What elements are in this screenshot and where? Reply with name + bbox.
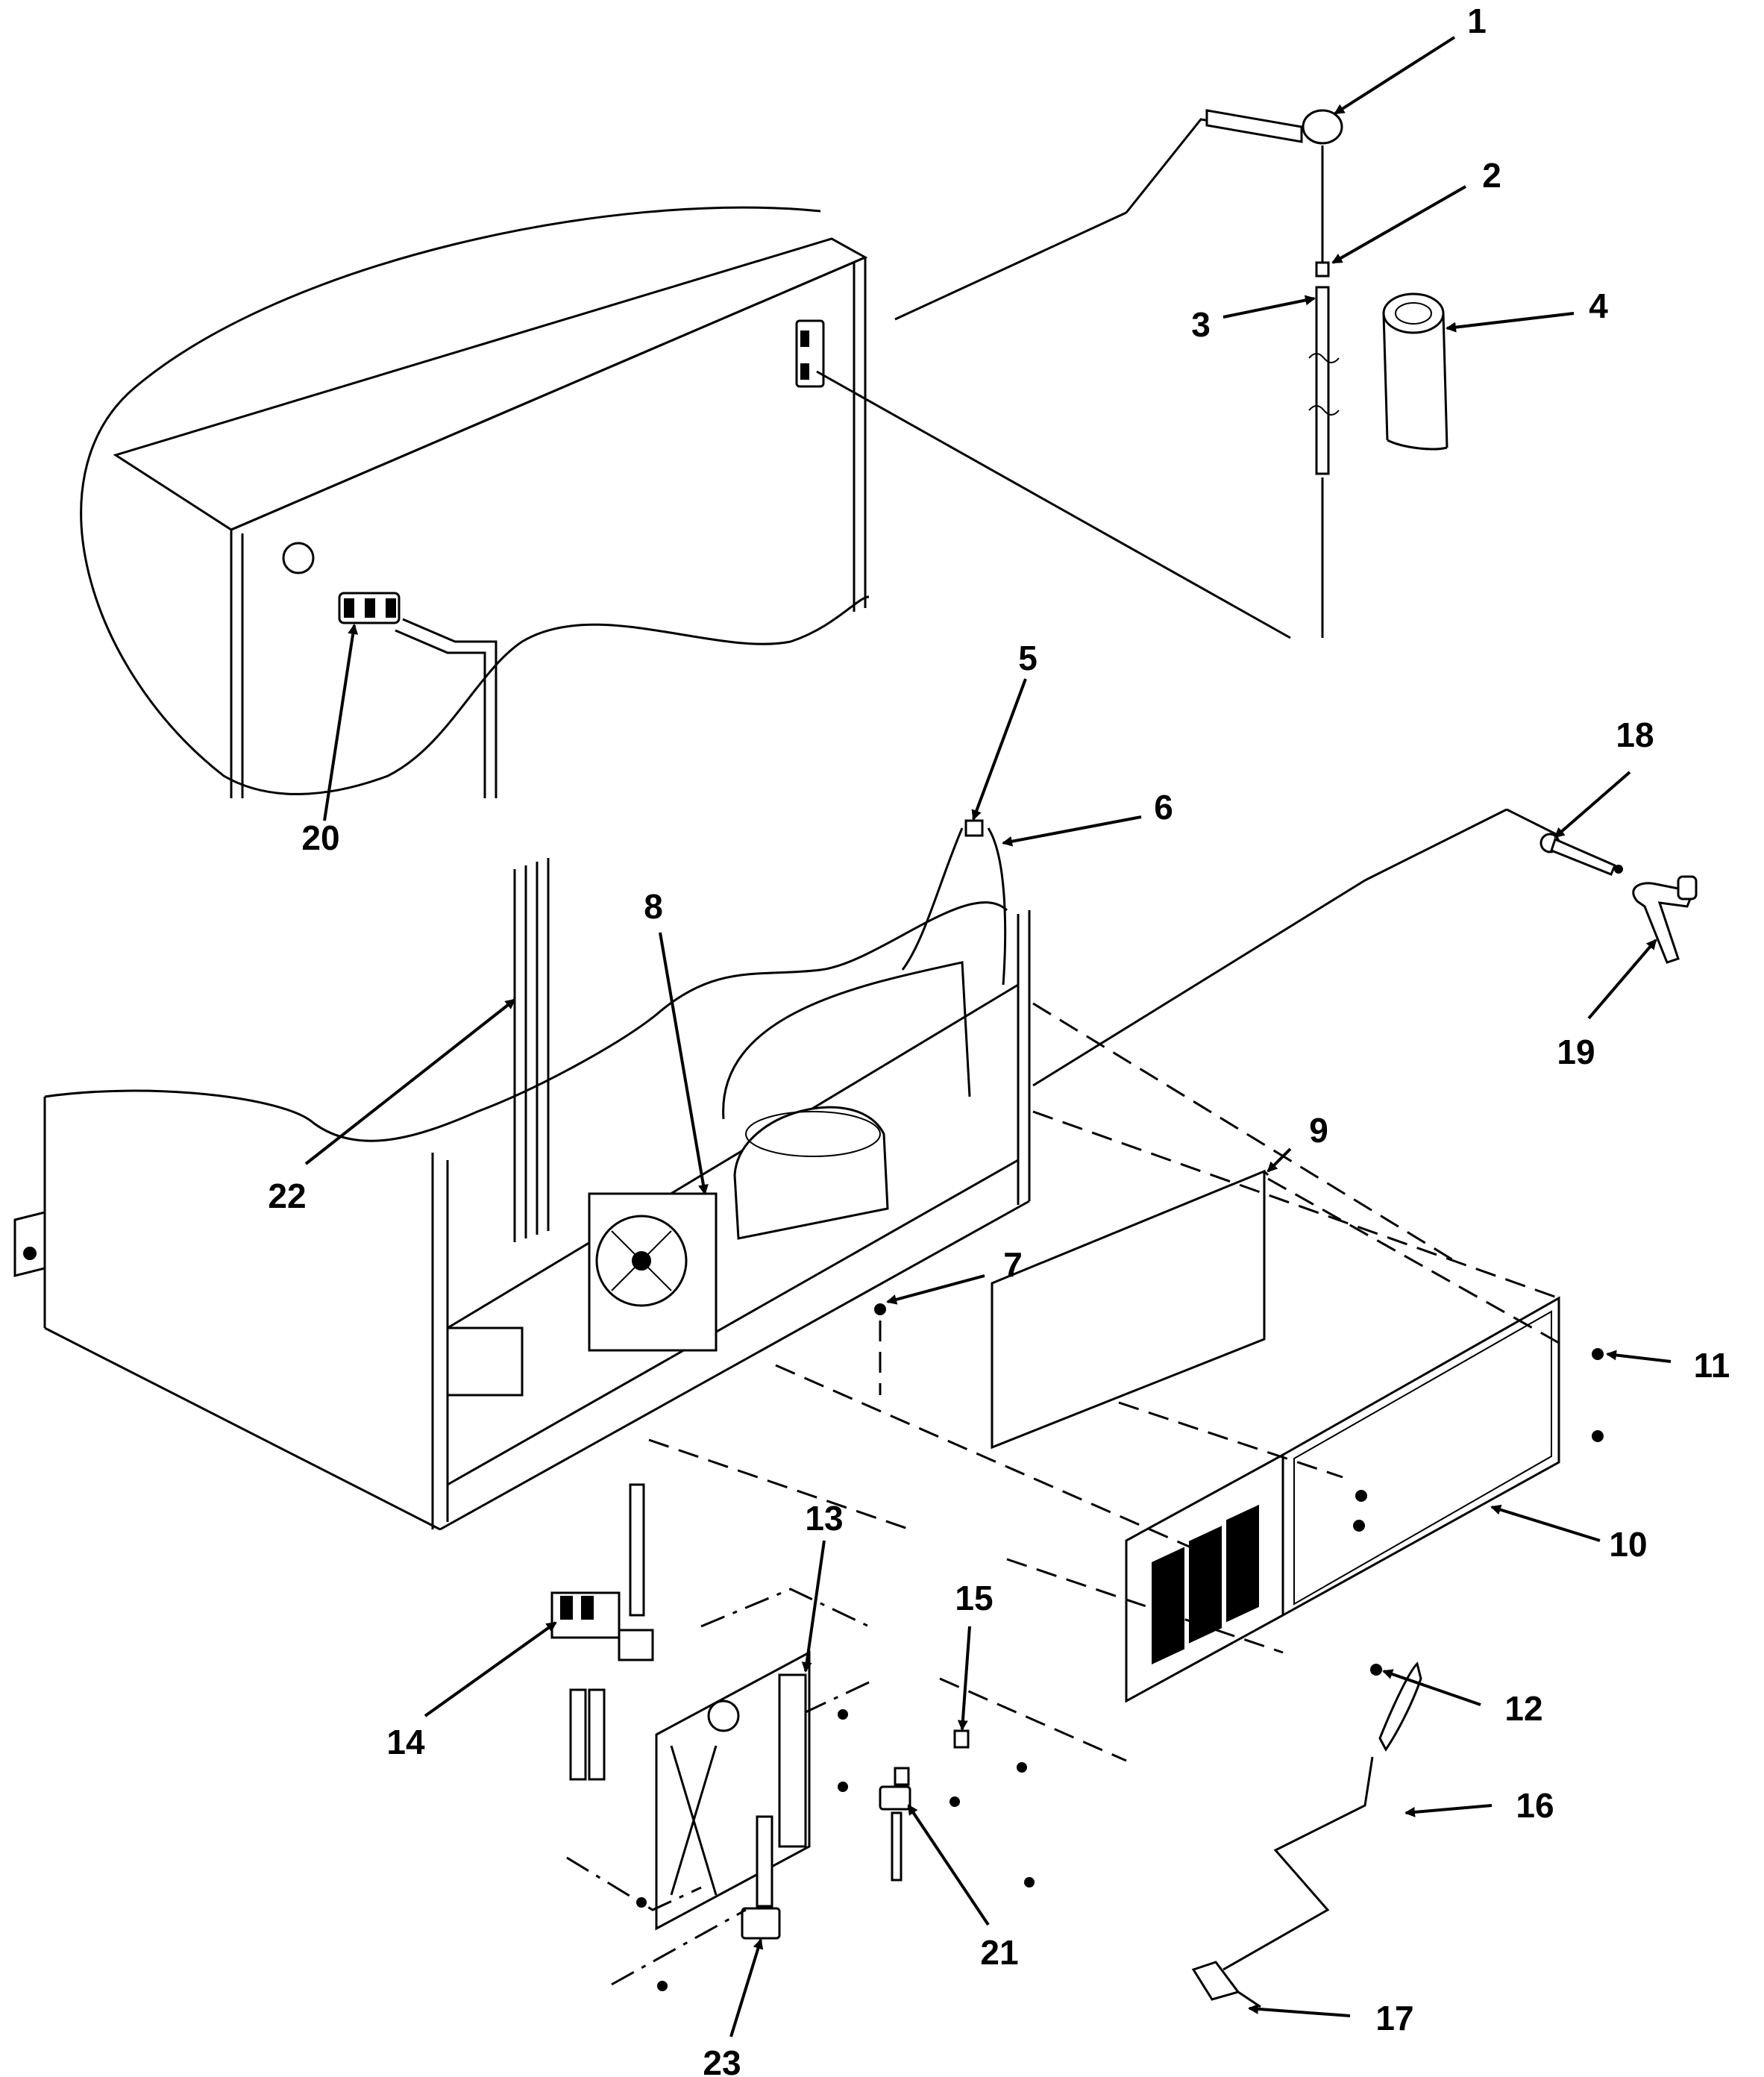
small-parts-right (1032, 808, 1698, 2008)
callout-8: 8 (644, 887, 663, 926)
callout-13: 13 (805, 1499, 844, 1538)
callout-leaders (304, 36, 1672, 2037)
electrical-bracket-assembly (550, 1483, 1035, 1991)
callout-12: 12 (1504, 1689, 1543, 1728)
callout-1: 1 (1467, 1, 1487, 40)
callout-11: 11 (1693, 1346, 1730, 1385)
callout-20: 20 (301, 818, 340, 857)
front-panels (648, 1002, 1604, 1762)
callout-21: 21 (980, 1933, 1019, 1972)
callout-9: 9 (1309, 1111, 1328, 1150)
callout-17: 17 (1375, 1999, 1414, 2037)
callout-18: 18 (1616, 715, 1654, 754)
callout-22: 22 (268, 1177, 307, 1215)
callout-19: 19 (1557, 1033, 1595, 1071)
callout-15: 15 (955, 1579, 994, 1617)
callout-5: 5 (1018, 639, 1038, 677)
lower-cabinet-view (13, 819, 1031, 1531)
callout-2: 2 (1482, 156, 1501, 195)
callout-10: 10 (1609, 1525, 1648, 1564)
callout-3: 3 (1191, 305, 1211, 344)
callout-14: 14 (386, 1723, 425, 1761)
upper-cabinet-view (80, 206, 1291, 798)
callout-7: 7 (1003, 1245, 1023, 1284)
callout-6: 6 (1154, 788, 1173, 827)
callout-4: 4 (1589, 286, 1608, 325)
callout-16: 16 (1516, 1786, 1554, 1825)
callout-23: 23 (703, 2043, 741, 2077)
defrost-tube-assembly (1125, 109, 1448, 638)
